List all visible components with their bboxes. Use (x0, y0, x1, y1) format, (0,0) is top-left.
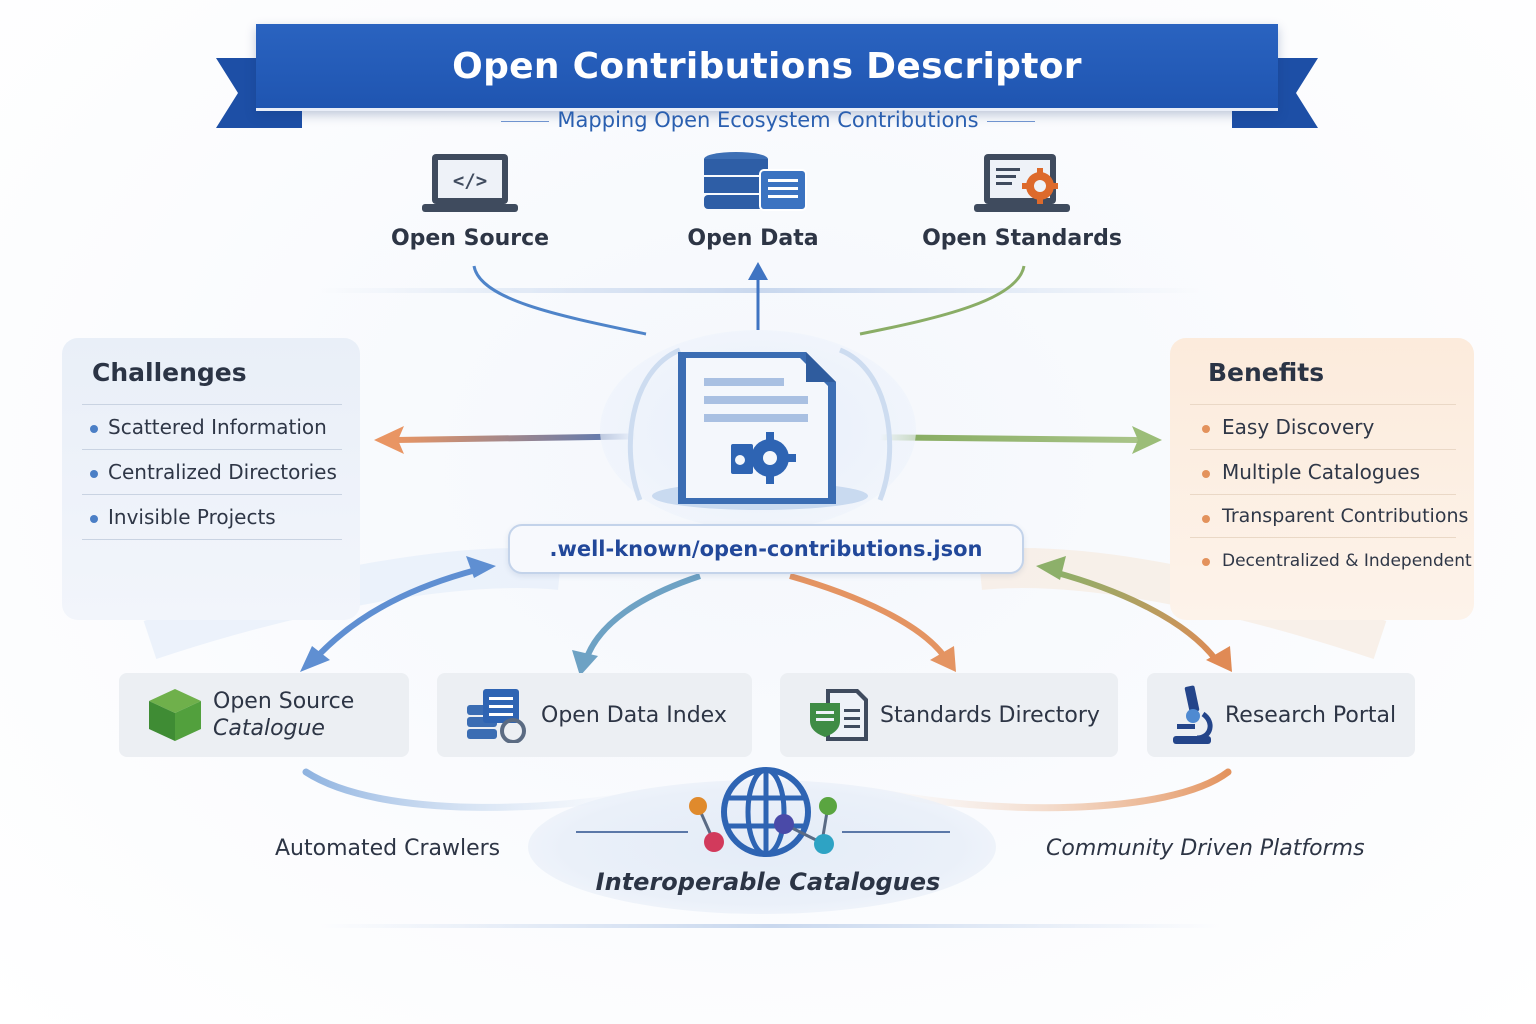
subtitle-text: Mapping Open Ecosystem Contributions (557, 108, 979, 132)
category-label: Open Standards (922, 226, 1122, 251)
category-open-standards: Open Standards (912, 150, 1132, 251)
svg-text:</>: </> (453, 170, 487, 192)
catalogue-label: Open Source Catalogue (213, 689, 355, 741)
list-item: Centralized Directories (82, 449, 342, 494)
title-ribbon: Open Contributions Descriptor (256, 24, 1278, 111)
automated-crawlers-label: Automated Crawlers (275, 836, 501, 861)
category-label: Open Data (687, 226, 819, 251)
list-item: Decentralized & Independent (1190, 537, 1472, 583)
catalogue-open-data-index: Open Data Index (437, 673, 752, 757)
descriptor-file-path: .well-known/open-contributions.json (508, 524, 1024, 574)
page-title: Open Contributions Descriptor (452, 45, 1082, 87)
catalogue-standards-directory: Standards Directory (780, 673, 1118, 757)
standards-gear-icon (974, 154, 1070, 212)
benefits-panel: Benefits Easy Discovery Multiple Catalog… (1170, 338, 1474, 620)
benefits-list: Easy Discovery Multiple Catalogues Trans… (1190, 404, 1472, 583)
data-index-icon (467, 689, 526, 743)
standards-doc-icon (810, 689, 868, 741)
category-open-data: Open Data (643, 150, 863, 251)
community-platforms-label: Community Driven Platforms (1046, 836, 1365, 861)
code-laptop-icon: </> (422, 154, 518, 212)
category-label: Open Source (390, 226, 550, 251)
catalogue-open-source: Open Source Catalogue (119, 673, 409, 757)
list-item: Scattered Information (82, 404, 342, 449)
challenges-panel: Challenges Scattered Information Central… (62, 338, 360, 620)
globe-network-icon (576, 767, 950, 857)
list-item: Multiple Catalogues (1190, 449, 1456, 494)
descriptor-file-text: .well-known/open-contributions.json (549, 537, 983, 561)
catalogue-label: Research Portal (1225, 702, 1397, 728)
benefits-title: Benefits (1208, 358, 1325, 387)
challenges-title: Challenges (92, 358, 247, 387)
database-icon (704, 152, 807, 211)
challenges-list: Scattered Information Centralized Direct… (82, 404, 342, 540)
subtitle: Mapping Open Ecosystem Contributions (0, 108, 1536, 132)
microscope-icon (1173, 685, 1213, 744)
interop-glow (528, 780, 996, 914)
green-cube-icon (149, 689, 201, 741)
interoperable-catalogues-label: Interoperable Catalogues (595, 868, 941, 896)
catalogue-research-portal: Research Portal (1147, 673, 1415, 757)
list-item: Transparent Contributions (1190, 494, 1468, 537)
catalogue-label: Open Data Index (541, 702, 727, 728)
category-open-source: </> Open Source (360, 150, 580, 251)
descriptor-document-icon (627, 347, 893, 510)
list-item: Invisible Projects (82, 494, 342, 540)
list-item: Easy Discovery (1190, 404, 1456, 449)
catalogue-label: Standards Directory (880, 702, 1100, 728)
